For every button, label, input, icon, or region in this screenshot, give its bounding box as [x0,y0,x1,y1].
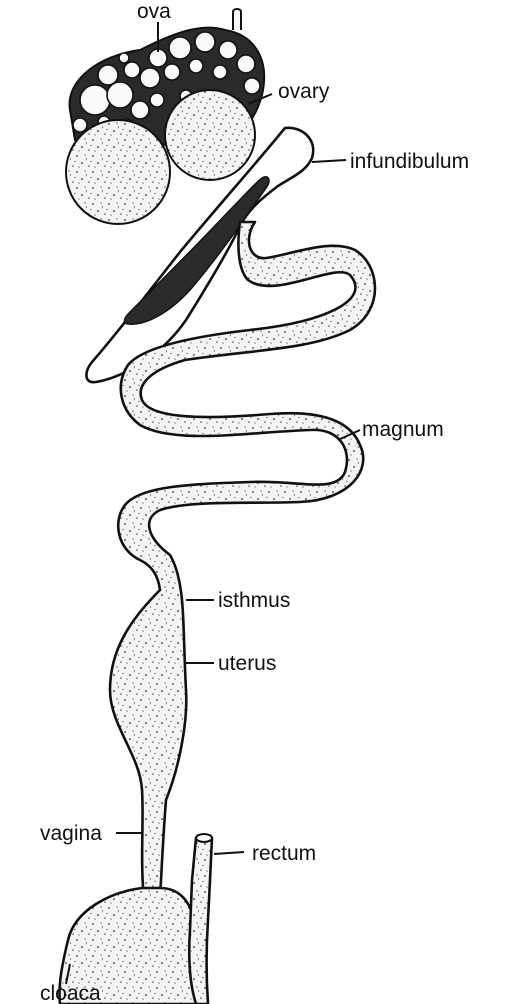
label-rectum: rectum [252,842,316,865]
label-isthmus: isthmus [218,589,290,612]
label-ova: ova [137,0,171,23]
label-cloaca: cloaca [40,982,101,1004]
ovary-stalk [233,9,241,30]
infundibulum-leader [312,160,346,162]
rectum-opening [196,834,212,842]
rectum-tube [189,838,212,1004]
label-vagina: vagina [40,822,102,845]
label-uterus: uterus [218,652,276,675]
label-ovary: ovary [278,80,330,103]
large-ovum-right [165,90,255,180]
rectum-leader [214,852,244,854]
label-infundibulum: infundibulum [350,150,469,173]
label-magnum: magnum [362,418,444,441]
cloaca-region [59,834,212,1004]
large-ovum-left [66,120,170,224]
